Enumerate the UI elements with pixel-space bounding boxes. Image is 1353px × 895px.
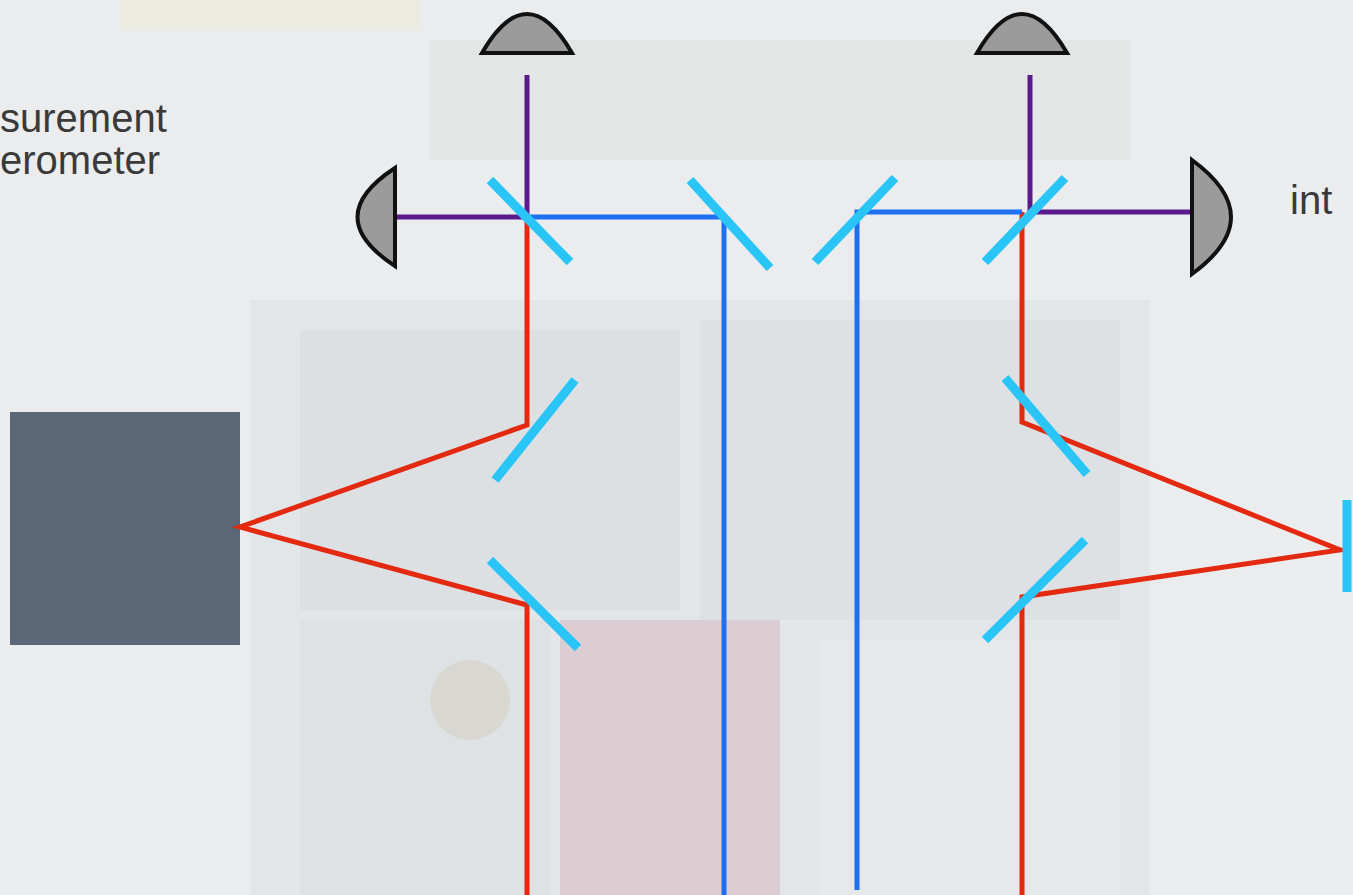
beam-paths [240, 75, 1340, 895]
text-label: surement [0, 98, 167, 138]
photodiodes [358, 14, 1232, 274]
test-mass [10, 412, 240, 645]
text-label: int [1290, 180, 1332, 220]
text-label: erometer [0, 140, 160, 180]
